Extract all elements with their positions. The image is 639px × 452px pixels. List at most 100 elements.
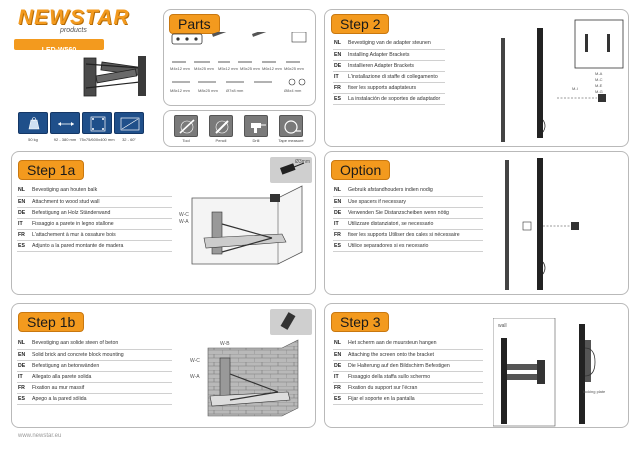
step3-title: Step 3	[331, 312, 390, 332]
label-w-b: W-B	[220, 341, 230, 347]
part-label: M6x12 mm	[262, 66, 282, 71]
part-label: Ø8x4 mm	[284, 88, 302, 93]
drill-icon	[244, 115, 268, 137]
arm-length-icon	[50, 112, 80, 134]
part-label: Ø7x8 mm	[226, 88, 244, 93]
label-m-i: M-I	[572, 86, 578, 91]
part-label: M8x25 mm	[198, 88, 218, 93]
brand-logo: NEWSTAR products	[18, 6, 129, 36]
label-w-c: W-C	[190, 358, 200, 364]
step2-diagram	[501, 19, 624, 142]
step1b-title: Step 1b	[18, 312, 85, 332]
option-diagram	[505, 158, 579, 290]
brand-tagline: products	[60, 27, 87, 34]
label-w-c: W-C	[179, 212, 189, 218]
part-label: M8x12 mm	[170, 88, 190, 93]
parts-illustration	[171, 32, 307, 86]
step1b-diagram	[207, 339, 299, 417]
vesa-label: 75x75/600x400 mm	[79, 137, 115, 142]
screen-size-label: 32 - 60"	[122, 137, 136, 142]
drill-size-box	[270, 157, 312, 183]
tool-label: Tool	[182, 138, 190, 143]
weight-label: 50 kg	[28, 137, 38, 142]
pencil-icon	[209, 115, 233, 137]
part-label: M4x25 mm	[194, 66, 214, 71]
vesa-icon	[82, 112, 112, 134]
locking-plate-label: locking plate	[583, 389, 606, 394]
drill-size-label: Ø3mm	[295, 159, 310, 165]
screen-size-icon	[114, 112, 144, 134]
product-image	[83, 56, 147, 97]
arm-length-label: 92 - 380 mm	[53, 137, 77, 142]
tool-label: Drill	[252, 138, 260, 143]
screwdriver-icon	[174, 115, 198, 137]
website-link[interactable]: www.newstar.eu	[18, 433, 62, 439]
wall-label: wall	[498, 323, 507, 329]
weight-icon	[18, 112, 48, 134]
step3-diagram	[493, 318, 596, 427]
label-m-c: M-C	[595, 77, 603, 82]
label-m-g: M-G	[595, 89, 603, 94]
label-w-a: W-A	[179, 219, 189, 225]
option-title: Option	[331, 160, 391, 180]
parts-title: Parts	[169, 14, 220, 34]
tool-label: Pencil	[215, 138, 227, 143]
part-label: M5x25 mm	[240, 66, 260, 71]
step1a-diagram	[191, 185, 303, 265]
label-m-a: M-A	[595, 71, 603, 76]
step1a-title: Step 1a	[18, 160, 85, 180]
model-label: LED-W560	[41, 47, 77, 54]
masonry-drill-box	[270, 309, 312, 335]
label-w-a: W-A	[190, 374, 200, 380]
brand-name: NEWSTAR	[18, 6, 130, 29]
step2-title: Step 2	[331, 14, 390, 34]
label-m-e: M-E	[595, 83, 603, 88]
parts-panel: Parts M4x12 mm M4x25 mm M5x12 mm M5x25 m…	[163, 9, 316, 106]
part-label: M4x12 mm	[170, 66, 190, 71]
part-label: M6x25 mm	[284, 66, 304, 71]
tool-label: Tape measure	[278, 138, 304, 143]
part-label: M5x12 mm	[218, 66, 238, 71]
tools-panel: Tool Pencil Drill Tape measure	[163, 110, 316, 147]
